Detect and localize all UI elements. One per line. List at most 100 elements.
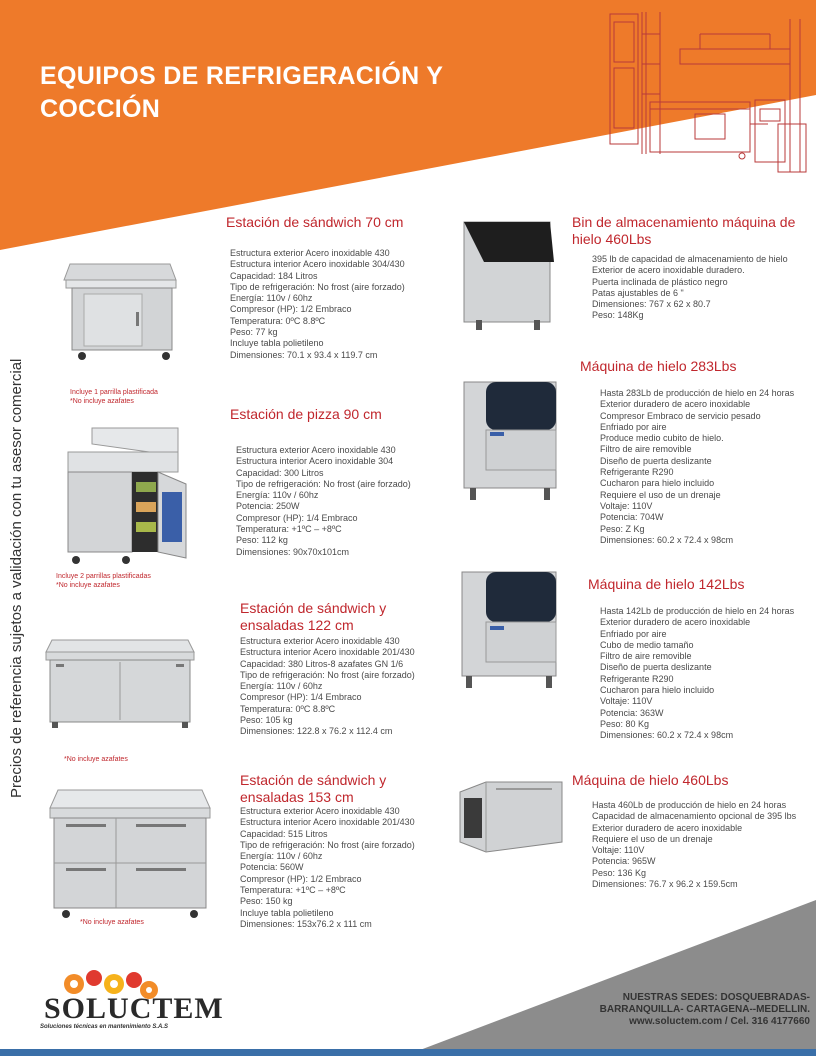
spec-item: Cucharon para hielo incluido [600,685,715,696]
spec-item: Temperatura: 0ºC 8.8ºC [240,703,336,714]
spec-item: Hasta 283Lb de producción de hielo en 24… [600,388,795,398]
product-specs-pizza-90: Estructura exterior Acero inoxidable 430… [236,445,411,558]
kitchen-line-art-icon [609,12,807,173]
title-line: hielo 460Lbs [572,231,652,247]
side-disclaimer: Precios de referencia sujetos a validaci… [8,358,25,798]
spec-item: Exterior de acero inoxidable duradero. [592,265,745,276]
note-line: Incluye 1 parrilla plastificada [70,389,158,396]
sandwich-station-70-image [63,263,177,360]
spec-item: Peso: 105 kg [240,715,293,726]
spec-item: Requiere el uso de un drenaje [592,833,713,844]
spec-item: Tipo de refrigeración: No frost (aire fo… [240,669,415,680]
spec-item: Peso: 150 kg [240,896,293,907]
spec-item: Estructura exterior Acero inoxidable 430 [230,248,390,258]
spec-item: Filtro de aire removible [600,444,692,455]
spec-item: Estructura interior Acero inoxidable 201… [240,647,415,658]
spec-item: Exterior duradero de acero inoxidable [600,399,751,410]
note-line: *No incluye azafates [64,756,128,763]
note-line: *No incluye azafates [56,582,120,589]
header-background [0,0,816,250]
product-note-sandwich-70: Incluye 1 parrilla plastificada *No incl… [70,388,158,406]
spec-item: Estructura exterior Acero inoxidable 430 [240,806,400,816]
note-line: Incluye 2 parrillas plastificadas [56,573,151,580]
spec-item: Voltaje: 110V [592,845,645,856]
address-line: BARRANQUILLA- CARTAGENA--MEDELLIN. [599,1004,810,1015]
spec-item: Exterior duradero de acero inoxidable [600,617,751,628]
product-title-ice-142: Máquina de hielo 142Lbs [588,576,745,592]
spec-item: Peso: 80 Kg [600,718,650,729]
spec-item: Potencia: 704W [600,512,664,523]
spec-item: Estructura exterior Acero inoxidable 430 [240,636,400,646]
spec-item: Dimensiones: 767 x 62 x 80.7 [592,299,711,310]
spec-item: Energía: 110v / 60hz [230,293,313,304]
spec-item: Dimensiones: 122.8 x 76.2 x 112.4 cm [240,726,393,737]
contact-line[interactable]: www.soluctem.com / Cel. 316 4177660 [629,1016,810,1027]
spec-item: Dimensiones: 76.7 x 96.2 x 159.5cm [592,879,738,890]
spec-item: Voltaje: 110V [600,500,653,511]
spec-item: Puerta inclinada de plástico negro [592,276,728,287]
spec-item: Enfriado por aire [600,628,667,639]
product-specs-sandwich-122: Estructura exterior Acero inoxidable 430… [240,636,415,738]
spec-item: Capacidad: 380 Litros-8 azafates GN 1/6 [240,658,404,669]
spec-item: Temperatura: 0ºC 8.8ºC [230,315,326,326]
product-title-ice-bin: Bin de almacenamiento máquina de hielo 4… [572,214,795,248]
title-line: Bin de almacenamiento máquina de [572,214,796,230]
spec-item: Peso: 148Kg [592,310,644,321]
spec-item: Enfriado por aire [600,421,667,432]
page-title-line2: COCCIÓN [40,95,161,123]
ice-bin-image [463,221,554,330]
spec-item: Capacidad de almacenamiento opcional de … [592,811,797,822]
spec-item: Capacidad: 515 Litros [240,828,328,839]
spec-item: Estructura interior Acero inoxidable 201… [240,817,415,828]
spec-item: Patas ajustables de 6 " [592,287,684,298]
product-title-sandwich-122: Estación de sándwich y ensaladas 122 cm [240,600,386,634]
spec-item: Compresor (HP): 1/4 Embraco [240,692,362,703]
footer-address: NUESTRAS SEDES: DOSQUEBRADAS- BARRANQUIL… [560,992,810,1028]
product-note-pizza-90: Incluye 2 parrillas plastificadas *No in… [56,572,151,590]
spec-item: Potencia: 965W [592,856,656,867]
spec-item: Dimensiones: 60.2 x 72.4 x 98cm [600,534,734,545]
page-title: EQUIPOS DE REFRIGERACIÓN Y COCCIÓN [40,60,443,126]
product-title-pizza-90: Estación de pizza 90 cm [230,406,382,422]
spec-item: Diseño de puerta deslizante [600,662,712,673]
spec-item: Incluye tabla polietileno [240,907,334,918]
product-title-ice-460: Máquina de hielo 460Lbs [572,772,729,788]
spec-item: Hasta 460Lb de producción de hielo en 24… [592,800,787,810]
product-specs-ice-460: Hasta 460Lb de producción de hielo en 24… [592,800,796,890]
spec-item: Estructura exterior Acero inoxidable 430 [236,445,396,455]
spec-item: Peso: 77 kg [230,327,278,338]
footer-bar [0,1049,816,1056]
ice-machine-142-image [461,571,557,688]
product-specs-ice-142: Hasta 142Lb de producción de hielo en 24… [600,606,794,742]
spec-item: Estructura interior Acero inoxidable 304 [236,456,394,467]
note-line: *No incluye azafates [80,919,144,926]
spec-item: Cucharon para hielo incluido [600,478,715,489]
product-specs-sandwich-70: Estructura exterior Acero inoxidable 430… [230,248,405,361]
spec-item: Tipo de refrigeración: No frost (aire fo… [230,281,405,292]
spec-item: Diseño de puerta deslizante [600,455,712,466]
product-title-ice-283: Máquina de hielo 283Lbs [580,358,737,374]
logo-tagline: Soluciones técnicas en mantenimiento S.A… [40,1024,169,1030]
product-note-sandwich-122: *No incluye azafates [64,755,128,764]
spec-item: Filtro de aire removible [600,651,692,662]
spec-item: Refrigerante R290 [600,467,674,478]
spec-item: Peso: 136 Kg [592,867,647,878]
spec-item: Compresor (HP): 1/2 Embraco [230,304,352,315]
address-line: NUESTRAS SEDES: DOSQUEBRADAS- [622,992,810,1003]
spec-item: Voltaje: 110V [600,696,653,707]
spec-item: Incluye tabla polietileno [230,338,324,349]
title-line: ensaladas 153 cm [240,789,354,805]
product-note-sandwich-153: *No incluye azafates [80,918,144,927]
spec-item: Refrigerante R290 [600,673,674,684]
spec-item: Dimensiones: 70.1 x 93.4 x 119.7 cm [230,349,378,360]
spec-item: Compresor Embraco de servicio pesado [600,410,761,421]
spec-item: Dimensiones: 60.2 x 72.4 x 98cm [600,730,734,741]
spec-item: Energía: 110v / 60hz [236,490,319,501]
spec-item: Capacidad: 300 Litros [236,467,324,478]
product-title-sandwich-70: Estación de sándwich 70 cm [226,214,404,230]
title-line: Estación de sándwich y [240,772,387,788]
spec-item: Peso: Z Kg [600,523,645,534]
spec-item: Potencia: 250W [236,501,300,512]
spec-item: Tipo de refrigeración: No frost (aire fo… [240,839,415,850]
spec-item: Exterior duradero de acero inoxidable [592,822,743,833]
